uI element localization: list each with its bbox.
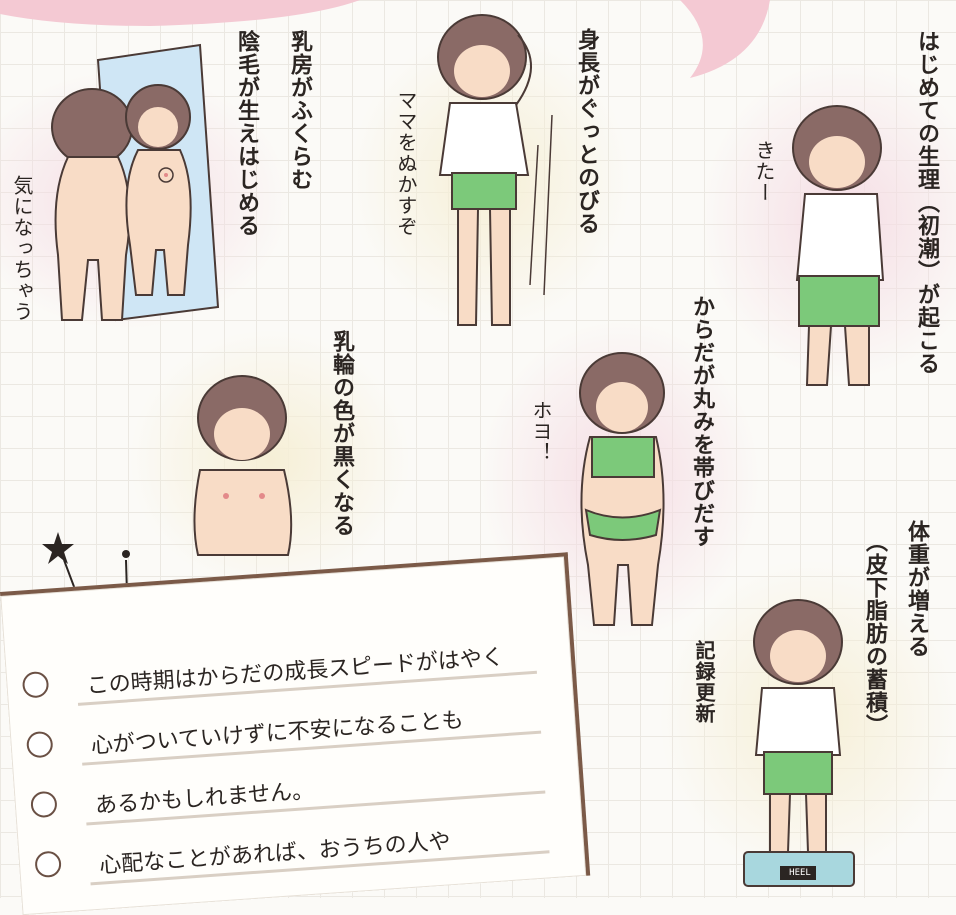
- ring-icon: [30, 790, 58, 819]
- label-pubic-hair: 陰毛が生えはじめる: [234, 30, 259, 237]
- areola-illustration: [193, 375, 293, 556]
- scale-display: HEEL: [789, 868, 811, 878]
- note-line-3: あるかもしれません。: [94, 778, 315, 819]
- weight-illustration: [743, 599, 855, 887]
- top-banner-shape: [0, 0, 770, 78]
- ring-icon: [25, 730, 54, 759]
- note-line-1: この時期はからだの成長スピードがはやく: [85, 645, 505, 700]
- label-fat-storage: （皮下脂肪の蓄積）: [862, 530, 887, 737]
- label-new-record: 記録更新: [692, 640, 716, 724]
- label-weight-up: 体重が増える: [904, 520, 929, 658]
- ring-icon: [21, 670, 50, 699]
- round-body-illustration: [579, 352, 665, 626]
- star-icon: [42, 532, 74, 564]
- height-illustration: [437, 14, 553, 326]
- note-card: この時期はからだの成長スピードがはやく 心がついていけずに不安になることも ある…: [0, 552, 591, 915]
- mirror-illustration: [51, 43, 220, 322]
- period-illustration: [792, 105, 885, 386]
- dot-icon: [122, 550, 130, 558]
- label-areola-dark: 乳輪の色が黒くなる: [329, 330, 354, 537]
- label-body-round: からだが丸みを帯びだす: [689, 295, 714, 548]
- girl-back: [51, 88, 133, 321]
- label-here-it-comes: きたー: [752, 140, 776, 203]
- label-first-period: はじめての生理（初潮）が起こる: [914, 30, 939, 375]
- label-height-grows: 身長がぐっとのびる: [574, 28, 599, 235]
- girl-reflection: [125, 84, 192, 296]
- label-pass-mama: ママをぬかすぞ: [394, 90, 418, 237]
- label-hoyo: ホヨ！: [529, 400, 553, 463]
- label-worry: 気になっちゃう: [10, 175, 34, 322]
- label-chest-swell: 乳房がふくらむ: [287, 30, 312, 191]
- ring-icon: [34, 850, 62, 879]
